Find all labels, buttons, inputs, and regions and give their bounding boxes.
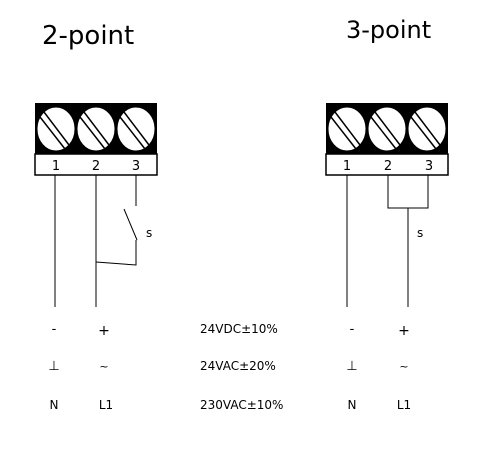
terminal-screw-3 bbox=[407, 106, 447, 152]
terminal-label-strip bbox=[325, 153, 449, 176]
left-ac-terminal-2: ~ bbox=[99, 360, 108, 373]
three-point-switch-label: s bbox=[417, 226, 423, 240]
left-dc-terminal-2: + bbox=[98, 323, 110, 339]
terminal-screw-3 bbox=[116, 106, 156, 152]
two-point-terminal-block: 1 2 3 bbox=[34, 103, 158, 176]
left-line-terminal-1: N bbox=[50, 398, 59, 412]
terminal-screw-1 bbox=[36, 106, 76, 152]
terminal-screw-1 bbox=[327, 106, 367, 152]
terminal-label-1: 1 bbox=[52, 159, 60, 174]
two-point-wiring bbox=[54, 175, 138, 307]
voltage-list: 24VDC±10% 24VAC±20% 230VAC±10% bbox=[200, 322, 283, 412]
terminal-label-3: 3 bbox=[425, 159, 433, 174]
two-point-diagram: 2-point 1 2 3 bbox=[34, 21, 158, 412]
terminal-screw-2 bbox=[367, 106, 407, 152]
three-point-diagram: 3-point 1 2 3 bbox=[325, 16, 449, 412]
wire-switch-return bbox=[95, 240, 137, 266]
switch-contact bbox=[123, 208, 138, 241]
left-ac-terminal-1: ⊥ bbox=[48, 359, 59, 374]
left-dc-terminal-1: - bbox=[52, 322, 57, 337]
voltage-24vac: 24VAC±20% bbox=[200, 359, 276, 373]
terminal-screw-2 bbox=[76, 106, 116, 152]
voltage-230vac: 230VAC±10% bbox=[200, 398, 283, 412]
terminal-label-1: 1 bbox=[343, 159, 351, 174]
right-dc-terminal-1: - bbox=[350, 322, 355, 337]
left-line-terminal-2: L1 bbox=[99, 398, 113, 412]
voltage-24vdc: 24VDC±10% bbox=[200, 322, 278, 336]
right-line-terminal-2: L1 bbox=[397, 398, 411, 412]
terminal-label-2: 2 bbox=[384, 159, 392, 174]
right-ac-terminal-1: ⊥ bbox=[346, 359, 357, 374]
wire-bridge-2-3 bbox=[387, 175, 429, 209]
terminal-label-2: 2 bbox=[92, 159, 100, 174]
right-line-terminal-1: N bbox=[348, 398, 357, 412]
three-point-title: 3-point bbox=[346, 16, 431, 44]
three-point-terminal-block: 1 2 3 bbox=[325, 103, 449, 176]
right-ac-terminal-2: ~ bbox=[399, 360, 408, 373]
three-point-wiring bbox=[346, 175, 429, 307]
right-dc-terminal-2: + bbox=[398, 323, 410, 339]
terminal-label-3: 3 bbox=[132, 159, 140, 174]
two-point-title: 2-point bbox=[42, 21, 134, 51]
two-point-switch-label: s bbox=[146, 226, 152, 240]
